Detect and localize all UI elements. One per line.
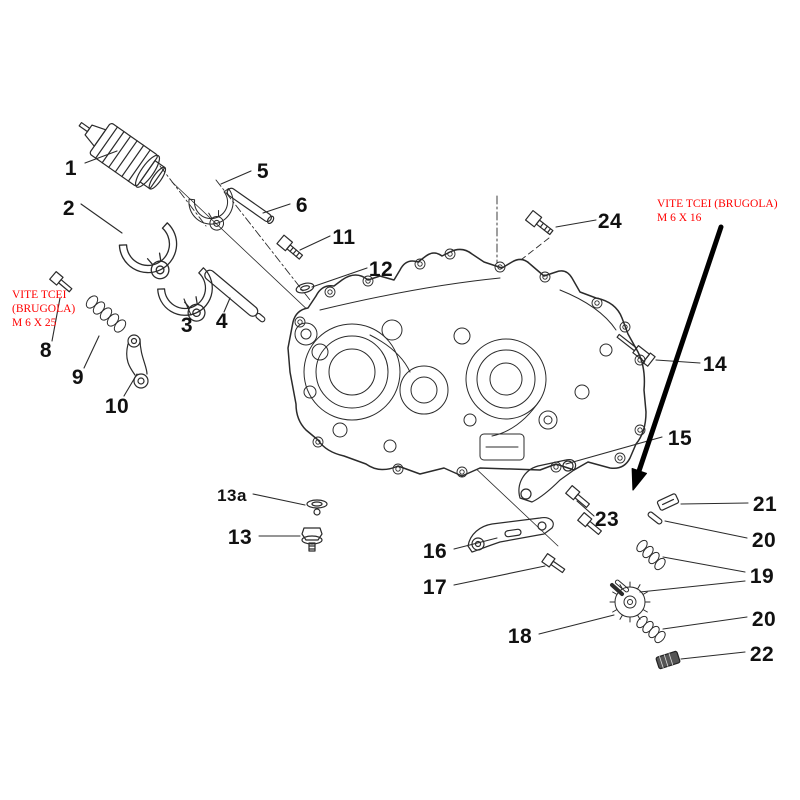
- bracket-16: [467, 517, 554, 553]
- spring-9: [85, 295, 127, 333]
- part-label-4: 4: [215, 310, 229, 333]
- lever-10: [126, 334, 149, 389]
- part-label-5: 5: [256, 160, 270, 183]
- annotation-line: M 6 X 25: [12, 317, 57, 329]
- spring-20-lower: [636, 615, 666, 644]
- part-label-10: 10: [104, 395, 130, 418]
- nut-13: [301, 527, 323, 552]
- screw-24: [524, 209, 554, 236]
- part-label-11: 11: [332, 226, 356, 249]
- part-label-13: 13: [227, 526, 253, 549]
- screw-11: [276, 234, 304, 260]
- screws-23: [565, 484, 602, 536]
- part-label-3: 3: [180, 314, 194, 337]
- spring-plunger-19: [614, 539, 666, 593]
- annotation-line: M 6 X 16: [657, 212, 702, 224]
- fork-shaft-4: [204, 269, 266, 323]
- part-label-17: 17: [422, 576, 448, 599]
- part-label-18: 18: [507, 625, 533, 648]
- part-label-6: 6: [295, 194, 309, 217]
- part-label-23: 23: [594, 508, 620, 531]
- plug-22: [655, 650, 681, 670]
- shift-lever-plate-15: [518, 459, 577, 503]
- annotation-line: VITE TCEI: [12, 289, 67, 301]
- part-label-20-lower: 20: [751, 608, 777, 631]
- part-label-24: 24: [597, 210, 623, 233]
- washer-13a: [306, 499, 328, 516]
- part-label-15: 15: [667, 427, 693, 450]
- part-label-14: 14: [702, 353, 728, 376]
- selector-drum: [78, 121, 167, 190]
- annotation-line: (BRUGOLA): [12, 303, 76, 315]
- shift-fork-2: [116, 221, 191, 291]
- annotation-m6x25: VITE TCEI (BRUGOLA) M 6 X 25: [12, 288, 75, 330]
- plate-21: [656, 493, 680, 511]
- annotation-line: VITE TCEI (BRUGOLA): [657, 198, 778, 210]
- shift-fork-5: [186, 187, 241, 237]
- part-label-19: 19: [749, 565, 775, 588]
- part-label-9: 9: [71, 366, 85, 389]
- part-label-16: 16: [422, 540, 448, 563]
- assembly-arrow: [631, 224, 724, 491]
- oil-pump-gear-18: [609, 581, 651, 623]
- screw-17: [541, 553, 566, 574]
- part-label-1: 1: [64, 157, 78, 180]
- fork-shaft-6: [226, 187, 275, 225]
- pin-20-upper: [647, 511, 663, 525]
- stud-14: [616, 333, 656, 367]
- part-label-13a: 13a: [217, 486, 247, 505]
- part-label-2: 2: [62, 197, 76, 220]
- part-label-20-upper: 20: [751, 529, 777, 552]
- part-label-12: 12: [368, 258, 394, 281]
- annotation-m6x16: VITE TCEI (BRUGOLA) M 6 X 16: [657, 197, 778, 225]
- part-label-21: 21: [752, 493, 778, 516]
- screw-8: [49, 270, 73, 293]
- crankcase-drawing: [287, 248, 647, 478]
- part-label-8: 8: [39, 339, 53, 362]
- bolt-holes: [294, 248, 646, 478]
- part-label-22: 22: [749, 643, 775, 666]
- washer-12: [295, 282, 315, 294]
